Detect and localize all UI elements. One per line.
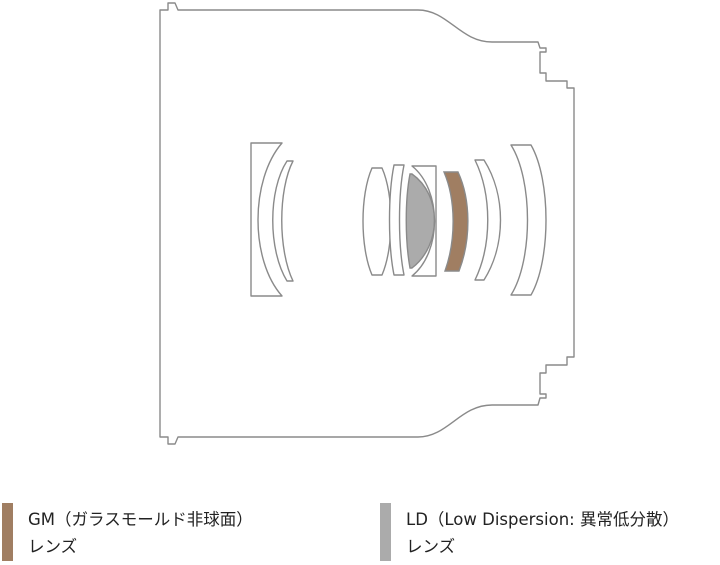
lens-element-3 xyxy=(362,167,392,276)
ld-legend-line1: LD（Low Dispersion: 異常低分散） xyxy=(406,510,679,529)
lens-construction-diagram xyxy=(159,2,575,445)
gm-lens-legend: GM（ガラスモールド非球面） レンズ xyxy=(28,506,253,560)
ld-lens-legend: LD（Low Dispersion: 異常低分散） レンズ xyxy=(406,506,679,560)
ld-lens-element xyxy=(405,173,436,269)
lens-element-2 xyxy=(272,160,294,282)
lens-element-1 xyxy=(250,142,283,297)
gm-lens-swatch xyxy=(2,503,13,561)
ld-legend-line2: レンズ xyxy=(406,537,456,556)
lens-element-5 xyxy=(411,165,437,277)
gm-lens-element xyxy=(442,171,469,272)
lens-element-7 xyxy=(510,144,547,296)
gm-legend-line2: レンズ xyxy=(28,537,78,556)
lens-element-6 xyxy=(474,159,502,281)
gm-legend-line1: GM（ガラスモールド非球面） xyxy=(28,510,253,529)
ld-lens-swatch xyxy=(380,503,391,561)
lens-element-4 xyxy=(388,164,405,276)
